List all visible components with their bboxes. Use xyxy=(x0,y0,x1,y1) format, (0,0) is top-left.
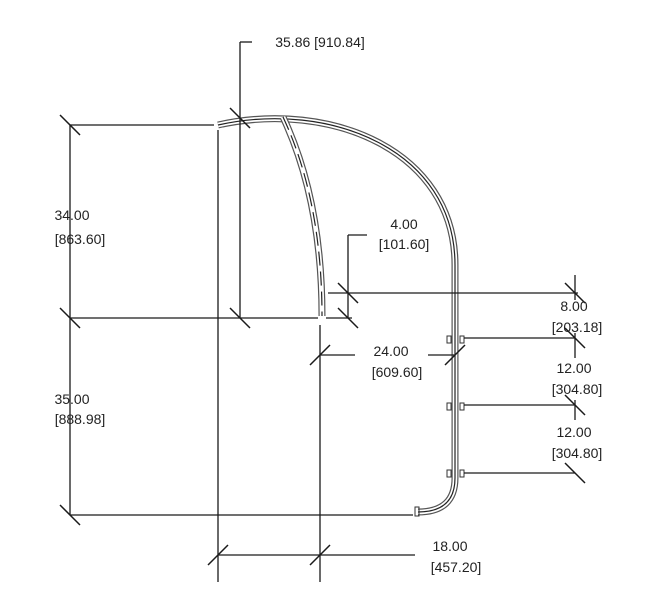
dimension-ticks xyxy=(59,107,586,566)
width-base-mm: [457.20] xyxy=(431,559,482,575)
width-base-in: 18.00 xyxy=(432,538,467,554)
offset-mm: [101.60] xyxy=(379,236,430,252)
offset-in: 4.00 xyxy=(390,216,417,232)
spacing-bottom-mm: [304.80] xyxy=(552,445,603,461)
spacing-mid-mm: [304.80] xyxy=(552,381,603,397)
dimension-lines xyxy=(69,41,578,582)
inner-brace-rail xyxy=(279,115,326,317)
main-rail xyxy=(217,115,459,516)
mount-brackets xyxy=(414,335,465,517)
spacing-bottom-in: 12.00 xyxy=(556,424,591,440)
lower-height-in: 35.00 xyxy=(54,391,89,407)
upper-height-in: 34.00 xyxy=(54,207,89,223)
spacing-top-mm: [203.18] xyxy=(552,319,603,335)
width-inner-mm: [609.60] xyxy=(372,364,423,380)
spacing-top-in: 8.00 xyxy=(560,298,587,314)
spacing-mid-in: 12.00 xyxy=(556,360,591,376)
width-inner-in: 24.00 xyxy=(373,343,408,359)
upper-height-mm: [863.60] xyxy=(55,231,106,247)
lower-height-mm: [888.98] xyxy=(55,411,106,427)
overall-height-label: 35.86 [910.84] xyxy=(275,34,365,50)
